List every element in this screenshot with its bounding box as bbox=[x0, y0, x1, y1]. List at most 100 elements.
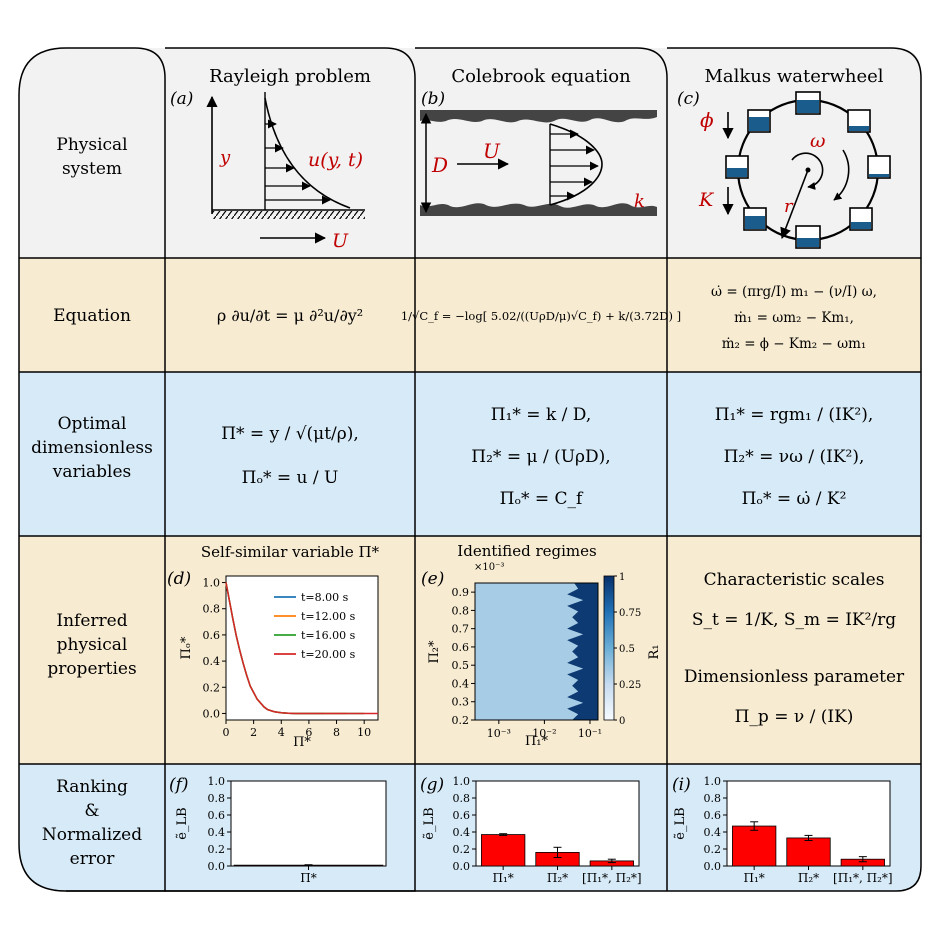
equation-colebrook: 1/√C_f = −log[ 5.02/((UρD/μ)√C_f) + k/(3… bbox=[401, 309, 681, 323]
optimal-malkus-2: Π₂* = νω / (IK²), bbox=[724, 447, 865, 467]
label-y: y bbox=[219, 147, 231, 168]
panel-letter-g: (g) bbox=[420, 775, 444, 795]
chart-g-xtick-label: Π₂* bbox=[547, 871, 568, 885]
chart-d-xtick-label: 4 bbox=[278, 726, 285, 739]
chart-e-colorbar-label: 0.5 bbox=[619, 644, 635, 655]
chart-e-colorbar-label: 0.75 bbox=[619, 608, 641, 619]
chart-e-colorbar-label: 0 bbox=[619, 716, 625, 727]
chart-d-ytick-label: 0.4 bbox=[203, 655, 221, 668]
row-label-optimal-3: variables bbox=[52, 462, 132, 482]
label-omega: ω bbox=[810, 130, 826, 152]
panel-letter-c: (c) bbox=[677, 89, 700, 109]
row-label-inferred-3: properties bbox=[47, 659, 136, 679]
optimal-malkus-1: Π₁* = rgm₁ / (IK²), bbox=[715, 405, 874, 425]
chart-g-ytick-label: 1.0 bbox=[453, 775, 471, 788]
row-label-ranking-4: error bbox=[70, 849, 116, 869]
malkus-scales-title: Characteristic scales bbox=[704, 570, 885, 590]
chart-i-bar bbox=[786, 837, 831, 867]
label-r: r bbox=[784, 196, 794, 217]
rayleigh-sketch: y u(y, t) U bbox=[206, 92, 365, 252]
chart-d-ytick-label: 0.0 bbox=[203, 707, 221, 720]
chart-d-legend-label: t=8.00 s bbox=[301, 591, 349, 604]
chart-identified-regimes: Identified regimes×10⁻³0.20.30.40.50.60.… bbox=[427, 542, 662, 749]
optimal-rayleigh-1: Π* = y / √(μt/ρ), bbox=[221, 424, 359, 444]
label-U-pipe: U bbox=[483, 139, 501, 163]
chart-d-legend-label: t=12.00 s bbox=[301, 610, 356, 623]
chart-d-xtick-label: 0 bbox=[223, 726, 230, 739]
chart-d-xtick-label: 10 bbox=[357, 726, 371, 739]
chart-e-colorbar-label: 1 bbox=[619, 572, 625, 583]
chart-g-ytick-label: 0.2 bbox=[453, 843, 471, 856]
chart-g-ytick-label: 0.0 bbox=[453, 860, 471, 873]
panel-letter-a: (a) bbox=[170, 89, 193, 109]
chart-d-xtick-label: 2 bbox=[250, 726, 257, 739]
row-label-inferred-2: physical bbox=[57, 635, 128, 655]
chart-f-xtick-label: Π* bbox=[300, 871, 316, 885]
chart-ranking-rayleigh: 0.00.20.40.60.81.0ẽ_LBΠ* bbox=[175, 775, 387, 885]
chart-i-ytick-label: 1.0 bbox=[704, 775, 722, 788]
chart-g-xtick-label: Π₁* bbox=[493, 871, 514, 885]
row-label-optimal-1: Optimal bbox=[58, 414, 127, 434]
panel-letter-d: (d) bbox=[167, 569, 191, 589]
chart-d-xtick-label: 8 bbox=[333, 726, 340, 739]
chart-i-ytick-label: 0.4 bbox=[704, 826, 722, 839]
optimal-rayleigh-2: Πₒ* = u / U bbox=[242, 468, 339, 488]
bucket-left bbox=[725, 155, 749, 179]
chart-d-legend-label: t=16.00 s bbox=[301, 629, 356, 642]
chart-f-ytick-label: 0.8 bbox=[208, 792, 226, 805]
chart-d-ylabel: Πₒ* bbox=[179, 636, 194, 659]
equation-malkus-3: ṁ₂ = ϕ − Km₂ − ωm₁ bbox=[722, 336, 867, 352]
chart-e-ytick-label: 0.5 bbox=[452, 659, 470, 672]
chart-e-colorbar-title: R₁ bbox=[647, 645, 662, 660]
bucket-bottom-left bbox=[743, 207, 767, 231]
chart-d-title: Self-similar variable Π* bbox=[201, 543, 380, 561]
chart-d-xlabel: Π* bbox=[293, 735, 311, 750]
column-title-colebrook: Colebrook equation bbox=[451, 66, 631, 87]
chart-i-bar bbox=[732, 825, 777, 867]
row-inferred-bg bbox=[19, 536, 921, 764]
chart-d-xtick-label: 6 bbox=[305, 726, 312, 739]
chart-e-colorbar-label: 0.25 bbox=[619, 680, 641, 691]
malkus-sketch: ϕ ω K r bbox=[698, 91, 891, 249]
chart-d-ytick-label: 0.2 bbox=[203, 681, 221, 694]
table-grid bbox=[18, 47, 922, 892]
label-u-yt: u(y, t) bbox=[308, 149, 363, 171]
chart-f-ytick-label: 1.0 bbox=[208, 775, 226, 788]
chart-i-xtick-label: [Π₁*, Π₂*] bbox=[833, 871, 893, 885]
bucket-right bbox=[867, 155, 891, 179]
equation-malkus-2: ṁ₁ = ωm₂ − Km₁, bbox=[734, 310, 854, 326]
chart-i-ytick-label: 0.0 bbox=[704, 860, 722, 873]
equation-rayleigh: ρ ∂u/∂t = μ ∂²u/∂y² bbox=[217, 306, 363, 325]
chart-e-ytick-label: 0.4 bbox=[452, 677, 470, 690]
chart-i-ytick-label: 0.8 bbox=[704, 792, 722, 805]
chart-e-xtick-label: 10⁻¹ bbox=[578, 727, 602, 740]
bucket-top bbox=[795, 91, 821, 115]
optimal-colebrook-3: Πₒ* = C_f bbox=[500, 489, 584, 509]
malkus-scales-formula: S_t = 1/K, S_m = IK²/rg bbox=[692, 610, 896, 630]
row-label-physical-1: Physical bbox=[56, 135, 127, 155]
row-label-physical-2: system bbox=[62, 159, 122, 179]
chart-e-xlabel: Π₁* bbox=[525, 734, 549, 749]
chart-e-plot-frame bbox=[474, 582, 599, 721]
chart-i-xtick-label: Π₁* bbox=[744, 871, 765, 885]
panel-letter-i: (i) bbox=[672, 775, 691, 795]
chart-e-y-multiplier: ×10⁻³ bbox=[474, 562, 504, 573]
chart-f-plot-area bbox=[230, 780, 387, 867]
colebrook-sketch: D U k bbox=[420, 110, 657, 216]
chart-i-xtick-label: Π₂* bbox=[798, 871, 819, 885]
column-title-malkus: Malkus waterwheel bbox=[704, 66, 883, 87]
chart-e-ylabel: Π₂* bbox=[427, 640, 442, 664]
chart-e-ytick-label: 0.6 bbox=[452, 641, 470, 654]
chart-e-ytick-label: 0.3 bbox=[452, 696, 470, 709]
panel-letter-e: (e) bbox=[421, 569, 444, 589]
chart-d-legend-label: t=20.00 s bbox=[301, 648, 356, 661]
chart-g-xtick-label: [Π₁*, Π₂*] bbox=[582, 871, 642, 885]
row-label-equation: Equation bbox=[53, 306, 131, 326]
label-D: D bbox=[431, 153, 448, 177]
chart-e-ytick-label: 0.9 bbox=[452, 586, 470, 599]
chart-d-ytick-label: 0.8 bbox=[203, 603, 221, 616]
chart-g-bar bbox=[481, 834, 526, 867]
column-title-rayleigh: Rayleigh problem bbox=[209, 66, 371, 87]
bucket-top-left bbox=[747, 109, 771, 133]
